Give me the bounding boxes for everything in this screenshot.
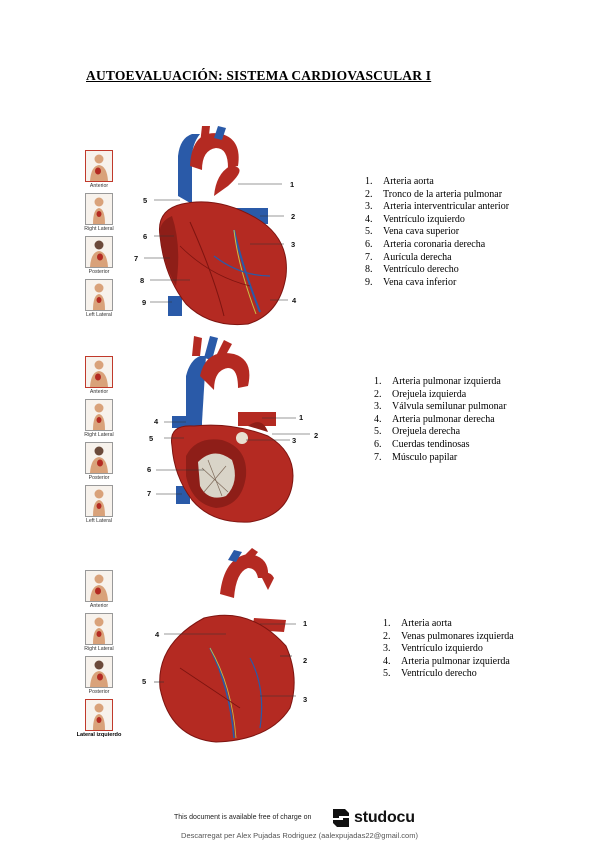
heart-anterior-illustration — [144, 126, 288, 326]
callout-number: 4 — [155, 630, 160, 639]
view-label: Posterior — [88, 689, 110, 695]
view-left-lateral: Lateral izquierdo — [74, 699, 124, 738]
view-label: Right Lateral — [84, 432, 114, 438]
legend-list: 1.Arteria aorta 2.Tronco de la arteria p… — [365, 176, 509, 289]
body-thumbnail-icon — [85, 442, 113, 474]
studocu-logo-icon — [333, 809, 349, 827]
download-notice: Descarregat per Alex Pujadas Rodriguez (… — [181, 831, 418, 840]
legend-item: 7.Músculo papilar — [374, 451, 458, 463]
callout-number: 3 — [292, 436, 297, 445]
studocu-logo-link[interactable]: studocu — [331, 807, 415, 829]
view-left-lateral: Left Lateral — [74, 279, 124, 318]
view-label: Anterior — [89, 603, 109, 609]
view-anterior: Anterior — [74, 570, 124, 609]
body-thumbnail-icon — [85, 279, 113, 311]
heart-interior-illustration — [156, 336, 310, 523]
callout-number: 4 — [292, 296, 297, 305]
view-right-lateral: Right Lateral — [74, 399, 124, 438]
callout-number: 6 — [143, 232, 148, 241]
callout-number: 3 — [291, 240, 296, 249]
view-label: Posterior — [88, 269, 110, 275]
legend-item: 2.Tronco de la arteria pulmonar — [365, 188, 503, 200]
availability-notice: This document is available free of charg… — [174, 814, 312, 821]
view-anterior: Anterior — [74, 150, 124, 189]
legend-item: 1.Arteria aorta — [365, 176, 434, 187]
studocu-brand: studocu — [354, 809, 415, 826]
body-thumbnail-icon — [85, 399, 113, 431]
view-label: Right Lateral — [84, 226, 114, 232]
legend-list: 1.Arteria aorta 2.Venas pulmonares izqui… — [383, 618, 514, 681]
view-posterior: Posterior — [74, 442, 124, 481]
legend-item: 5.Orejuela derecha — [374, 426, 461, 438]
body-thumbnail-icon — [85, 236, 113, 268]
legend-item: 6.Cuerdas tendinosas — [374, 438, 470, 450]
legend-item: 2.Venas pulmonares izquierda — [383, 630, 514, 642]
view-label: Left Lateral — [86, 312, 112, 318]
callout-number: 5 — [143, 196, 148, 205]
view-posterior: Posterior — [74, 236, 124, 275]
legend-item: 3.Válvula semilunar pulmonar — [374, 401, 507, 413]
body-thumbnail-icon — [85, 613, 113, 645]
view-label: Lateral izquierdo — [76, 732, 122, 738]
view-right-lateral: Right Lateral — [74, 193, 124, 232]
callout-number: 6 — [147, 465, 152, 474]
legend-item: 4.Arteria pulmonar izquierda — [383, 655, 510, 667]
legend-item: 6.Arteria coronaria derecha — [365, 238, 486, 250]
view-label: Anterior — [89, 183, 109, 189]
view-right-lateral: Right Lateral — [74, 613, 124, 652]
legend-item: 3.Ventrículo izquierdo — [383, 643, 483, 655]
body-thumbnail-icon — [85, 699, 113, 731]
view-label: Anterior — [89, 389, 109, 395]
legend-item: 9.Vena cava inferior — [365, 276, 457, 288]
callout-number: 7 — [134, 254, 139, 263]
callout-number: 8 — [140, 276, 145, 285]
legend-item: 5.Ventrículo derecho — [383, 668, 477, 680]
view-label: Left Lateral — [86, 518, 112, 524]
callout-number: 9 — [142, 298, 147, 307]
callout-number: 4 — [154, 417, 159, 426]
body-thumbnail-icon — [85, 356, 113, 388]
body-thumbnail-icon — [85, 570, 113, 602]
legend-item: 1.Arteria aorta — [383, 618, 452, 629]
callout-number: 1 — [299, 413, 304, 422]
body-thumbnail-icon — [85, 656, 113, 688]
page-title: AUTOEVALUACIÓN: SISTEMA CARDIOVASCULAR I — [86, 68, 432, 83]
view-label: Posterior — [88, 475, 110, 481]
legend-item: 5.Vena cava superior — [365, 226, 460, 238]
legend-item: 4.Ventrículo izquierdo — [365, 213, 465, 225]
legend-item: 4.Arteria pulmonar derecha — [374, 413, 495, 425]
legend-list: 1.Arteria pulmonar izquierda 2.Orejuela … — [374, 376, 506, 464]
callout-number: 1 — [303, 619, 308, 628]
callout-number: 5 — [142, 677, 147, 686]
callout-number: 3 — [303, 695, 308, 704]
legend-item: 1.Arteria pulmonar izquierda — [374, 376, 501, 387]
callout-number: 1 — [290, 180, 295, 189]
view-posterior: Posterior — [74, 656, 124, 695]
callout-number: 2 — [303, 656, 308, 665]
body-thumbnail-icon — [85, 150, 113, 182]
callout-number: 2 — [314, 431, 319, 440]
callout-number: 7 — [147, 489, 152, 498]
legend-item: 7.Aurícula derecha — [365, 251, 452, 263]
heart-lateral-illustration — [154, 548, 296, 743]
view-left-lateral: Left Lateral — [74, 485, 124, 524]
callout-number: 5 — [149, 434, 154, 443]
callout-number: 2 — [291, 212, 296, 221]
legend-item: 2.Orejuela izquierda — [374, 388, 467, 400]
body-thumbnail-icon — [85, 193, 113, 225]
legend-item: 8.Ventrículo derecho — [365, 264, 459, 276]
body-thumbnail-icon — [85, 485, 113, 517]
view-anterior: Anterior — [74, 356, 124, 395]
legend-item: 3.Arteria interventricular anterior — [365, 201, 510, 213]
view-label: Right Lateral — [84, 646, 114, 652]
